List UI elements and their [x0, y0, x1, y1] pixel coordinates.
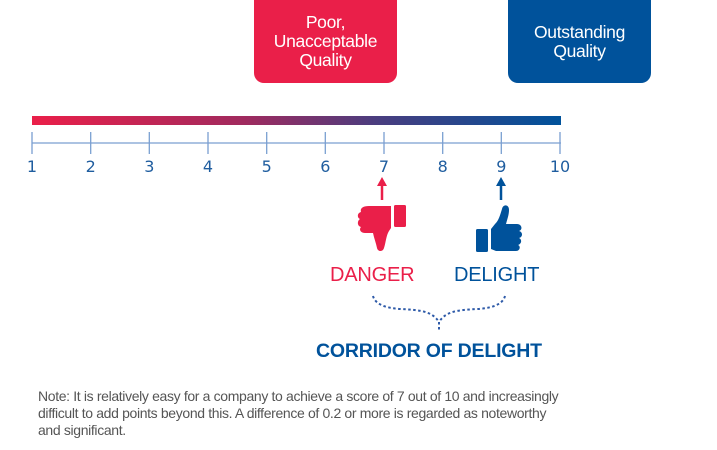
tick-label: 3	[144, 157, 155, 176]
footnote-line-3: and significant.	[38, 422, 126, 438]
poor-quality-line-1: Poor,	[305, 12, 346, 32]
outstanding-quality-line-2: Quality	[553, 40, 606, 61]
outstanding-quality-box: Outstanding Quality	[508, 0, 651, 83]
footnote-line-1: Note: It is relatively easy for a compan…	[38, 388, 559, 404]
danger-arrow-icon	[377, 177, 387, 200]
tick-label: 10	[549, 157, 571, 176]
tick-label: 1	[26, 157, 38, 176]
tick-label: 7	[378, 157, 390, 176]
danger-label: DANGER	[330, 264, 415, 286]
corridor-brace	[372, 295, 506, 330]
tick-label: 2	[85, 157, 96, 176]
poor-quality-line-2: Unacceptable	[273, 31, 378, 51]
tick-label: 5	[261, 157, 272, 176]
outstanding-quality-line-1: Outstanding	[533, 21, 626, 42]
tick-label: 8	[437, 157, 448, 176]
delight-label: DELIGHT	[454, 264, 540, 286]
tick-label: 6	[320, 157, 331, 176]
tick-label: 9	[496, 157, 507, 176]
poor-quality-line-3: Quality	[299, 50, 352, 70]
corridor-of-delight-label: CORRIDOR OF DELIGHT	[316, 340, 542, 362]
footnote: Note: It is relatively easy for a compan…	[38, 388, 717, 439]
axis-ticks	[31, 132, 561, 154]
thumbs-down-icon	[357, 205, 406, 251]
tick-label: 4	[202, 157, 214, 176]
thumbs-up-icon	[476, 205, 522, 252]
score-axis	[31, 132, 561, 330]
footnote-line-2: difficult to add points beyond this. A d…	[38, 405, 547, 421]
quality-gradient-bar	[32, 116, 561, 125]
delight-arrow-icon	[496, 177, 506, 200]
poor-quality-box: Poor, Unacceptable Quality	[254, 0, 397, 83]
